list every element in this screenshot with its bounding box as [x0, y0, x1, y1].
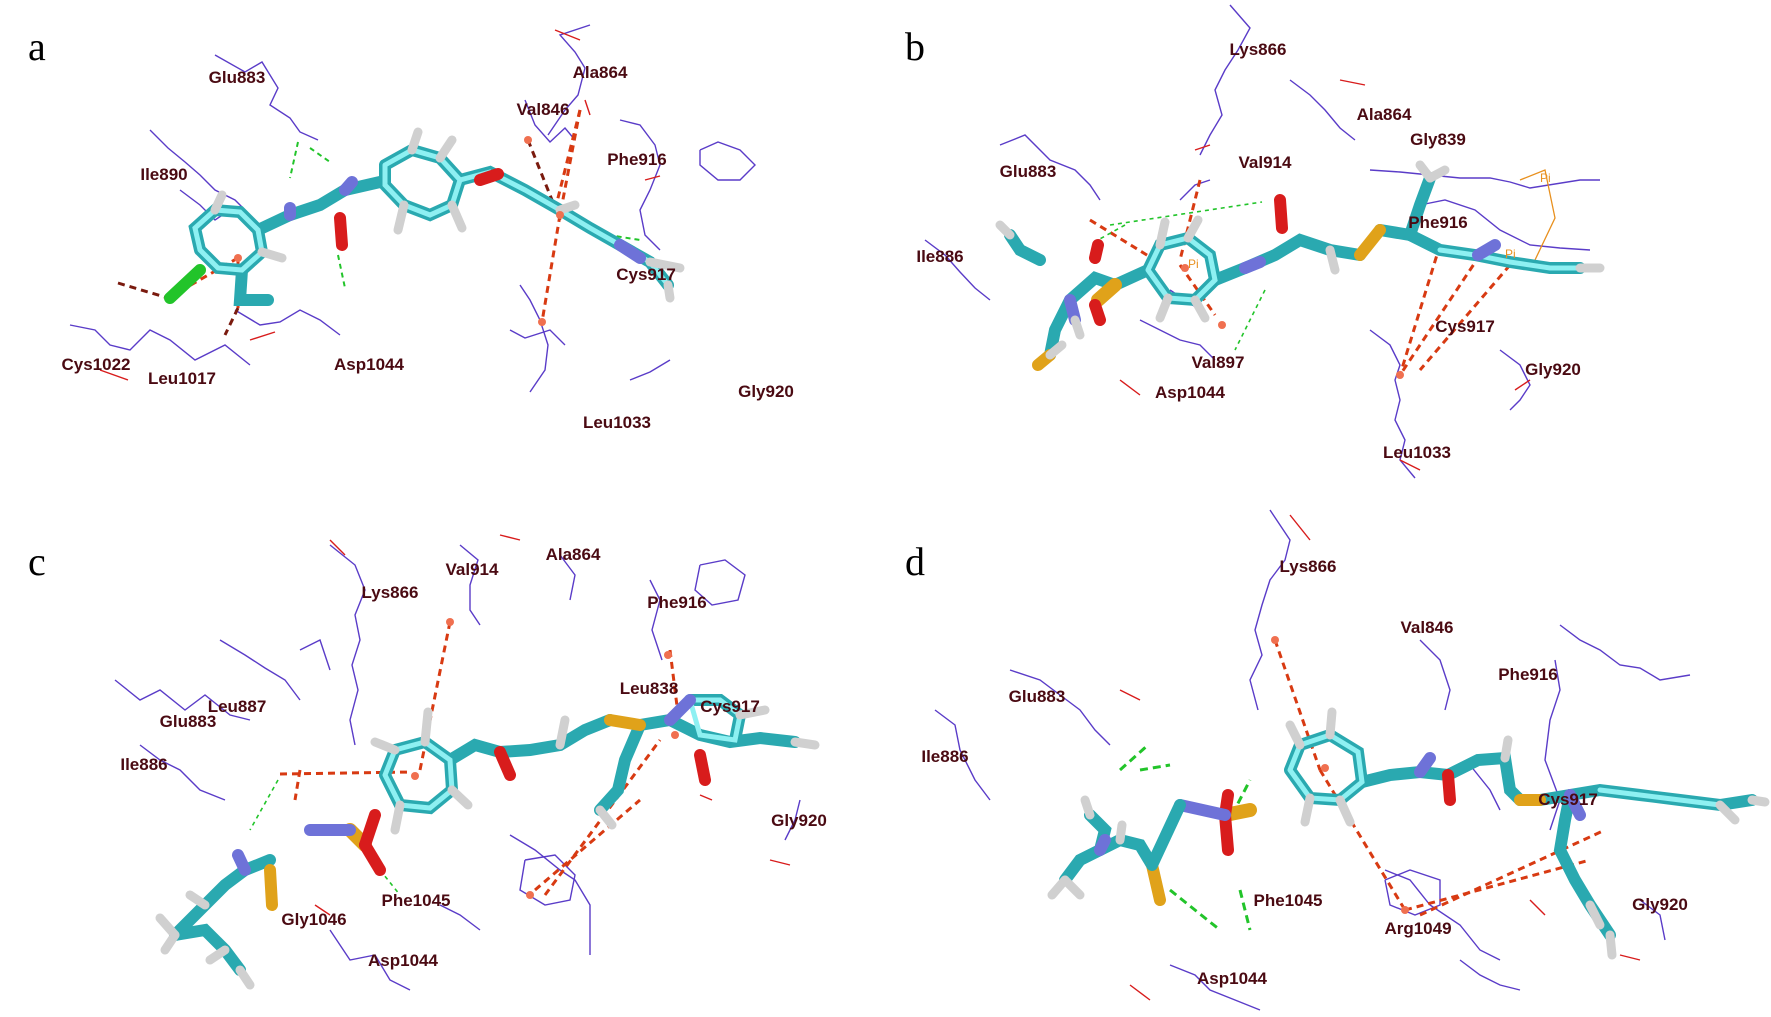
centroid-dots	[411, 618, 679, 899]
residue-label: Phe916	[1498, 665, 1558, 684]
residue-label: Gly839	[1410, 130, 1466, 149]
residue-label: Ile886	[921, 747, 968, 766]
residue-label: Phe916	[607, 150, 667, 169]
ligand-sticks	[1047, 707, 1770, 960]
centroid-dots	[1271, 636, 1409, 914]
residue-label: Gly1046	[281, 910, 346, 929]
hbond-lines	[249, 779, 401, 896]
residue-wireframe	[934, 509, 1691, 1011]
panel-d: d	[905, 509, 1770, 1011]
residue-label: Ile886	[120, 755, 167, 774]
residue-label: Leu887	[208, 697, 267, 716]
residue-label: Ala864	[573, 63, 628, 82]
panel-letter-c: c	[28, 539, 46, 584]
residue-label: Val914	[446, 560, 499, 579]
residue-label: Glu883	[1000, 162, 1057, 181]
residue-label: Arg1049	[1384, 919, 1451, 938]
residue-label: Glu883	[1009, 687, 1066, 706]
residue-label: Ala864	[546, 545, 601, 564]
residue-label: Ala864	[1357, 105, 1412, 124]
centroid-dots	[1181, 264, 1404, 379]
panel-letter-d: d	[905, 539, 925, 584]
residue-label: Phe916	[647, 593, 707, 612]
hbond-lines	[289, 141, 641, 289]
residue-wireframe	[924, 4, 1600, 479]
pi-label: Pi	[1188, 257, 1199, 271]
pi-label: Pi	[1540, 171, 1551, 185]
panel-b: b	[905, 4, 1605, 479]
residue-label: Val897	[1192, 353, 1245, 372]
residue-label: Phe916	[1408, 213, 1468, 232]
residue-label: Cys917	[1538, 790, 1598, 809]
residue-label: Phe1045	[1254, 891, 1323, 910]
residue-label: Asp1044	[1197, 969, 1267, 988]
residue-label: Cys917	[1435, 317, 1495, 336]
residue-label: Cys917	[616, 265, 676, 284]
residue-label: Asp1044	[368, 951, 438, 970]
pi-label: Pi	[1505, 247, 1516, 261]
ligand-sticks	[155, 694, 820, 990]
panel-a: a	[28, 24, 794, 432]
ligand-sticks	[995, 160, 1605, 371]
panel-letter-b: b	[905, 24, 925, 69]
residue-label: Leu1017	[148, 369, 216, 388]
residue-label: Cys1022	[61, 355, 130, 374]
residue-label: Phe1045	[382, 891, 451, 910]
residue-label: Glu883	[209, 68, 266, 87]
residue-label: Gly920	[771, 811, 827, 830]
residue-labels: Lys866 Val846 Glu883 Phe916 Ile886 Cys91…	[921, 557, 1688, 988]
interaction-lines	[117, 109, 582, 336]
residue-labels: Lys866 Val914 Ala864 Phe916 Leu838 Cys91…	[120, 545, 827, 970]
residue-label: Asp1044	[334, 355, 404, 374]
pi-lines	[1519, 169, 1556, 261]
residue-label: Leu838	[620, 679, 679, 698]
pi-labels: Pi Pi Pi	[1188, 171, 1551, 271]
residue-label: Val914	[1239, 153, 1292, 172]
ligand-sticks	[164, 127, 685, 306]
centroid-dots	[234, 136, 564, 326]
panel-letter-a: a	[28, 24, 46, 69]
hbond-lines	[1097, 201, 1266, 351]
residue-label: Ile890	[140, 165, 187, 184]
residue-wireframe	[69, 24, 756, 393]
residue-label: Lys866	[1279, 557, 1336, 576]
residue-label: Val846	[1401, 618, 1454, 637]
panel-c: c	[28, 534, 827, 991]
residue-label: Lys866	[361, 583, 418, 602]
residue-label: Gly920	[1525, 360, 1581, 379]
residue-labels: Lys866 Ala864 Gly839 Glu883 Val914 Phe91…	[916, 40, 1581, 462]
residue-labels: Glu883 Ala864 Val846 Ile890 Phe916 Cys91…	[61, 63, 793, 432]
residue-label: Glu883	[160, 712, 217, 731]
residue-label: Val846	[517, 100, 570, 119]
residue-wireframe	[114, 544, 801, 991]
residue-label: Asp1044	[1155, 383, 1225, 402]
residue-label: Gly920	[738, 382, 794, 401]
residue-label: Leu1033	[1383, 443, 1451, 462]
residue-label: Leu1033	[583, 413, 651, 432]
residue-label: Gly920	[1632, 895, 1688, 914]
interaction-lines	[1273, 639, 1606, 917]
residue-label: Cys917	[700, 697, 760, 716]
residue-label: Ile886	[916, 247, 963, 266]
residue-label: Lys866	[1229, 40, 1286, 59]
